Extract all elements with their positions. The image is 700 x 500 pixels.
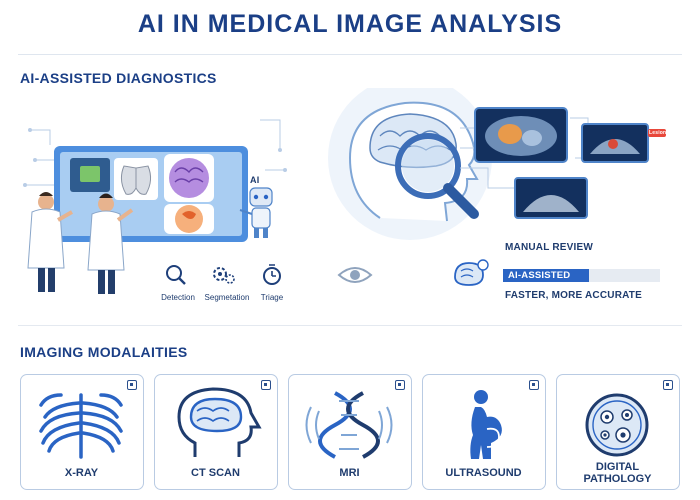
- ai-assisted-label: AI-ASSISTED: [508, 270, 571, 281]
- diagnostics-screen-illustration: [23, 119, 287, 294]
- petri-dish-icon: [585, 393, 649, 457]
- chip-icon: [395, 380, 405, 390]
- pregnant-figure-icon: [470, 390, 502, 459]
- doctor-figure-right: [87, 193, 134, 294]
- modality-card-digital-pathology[interactable]: DIGITAL PATHOLOGY: [556, 374, 680, 490]
- section-title-modalities: IMAGING MODALAITIES: [20, 344, 188, 360]
- ai-assisted-bar-fill: [503, 269, 590, 282]
- lesion-tag: Lesion: [649, 130, 667, 136]
- card-label-line1: DIGITAL: [595, 461, 640, 473]
- tool-label-detection: Detection: [161, 293, 195, 302]
- tool-label-triage: Triage: [260, 293, 284, 302]
- card-label-line2: PATHOLOGY: [583, 473, 652, 485]
- title-rule: [18, 54, 682, 55]
- robot-assistant-icon: [239, 187, 273, 238]
- brain-head-icon: [177, 387, 262, 457]
- head-scan-illustration: [328, 88, 666, 240]
- card-label-digital-pathology: DIGITAL PATHOLOGY: [557, 461, 678, 485]
- modality-card-ct-scan[interactable]: CT SCAN: [154, 374, 278, 490]
- card-label-ultrasound: ULTRASOUND: [445, 467, 522, 479]
- tool-icons-row: [166, 264, 281, 285]
- modality-card-ultrasound[interactable]: ULTRASOUND: [422, 374, 546, 490]
- eye-icon: [337, 267, 373, 283]
- comparison-icons: [337, 259, 489, 286]
- section-divider: [18, 325, 682, 326]
- magnifier-icon: [166, 265, 186, 285]
- chip-icon: [127, 380, 137, 390]
- card-label-xray: X-RAY: [64, 467, 99, 479]
- stopwatch-icon: [263, 264, 281, 285]
- tool-label-segmentation: Segmetation: [204, 293, 250, 302]
- brain-clock-icon: [454, 259, 489, 286]
- robot-label: AI: [250, 175, 260, 185]
- modality-card-xray[interactable]: X-RAY: [20, 374, 144, 490]
- page-title: AI IN MEDICAL IMAGE ANALYSIS: [137, 10, 563, 38]
- section-title-diagnostics: AI-ASSISTED DIAGNOSTICS: [20, 70, 217, 86]
- gears-icon: [213, 267, 235, 284]
- chip-icon: [663, 380, 673, 390]
- dna-icon: [305, 391, 393, 459]
- doctor-figure-left: [27, 192, 73, 292]
- result-label: FASTER, MORE ACCURATE: [505, 290, 642, 301]
- modality-card-mri[interactable]: MRI: [288, 374, 412, 490]
- ai-assisted-bar: AI-ASSISTED: [503, 269, 660, 282]
- card-label-mri: MRI: [339, 467, 360, 479]
- chip-icon: [529, 380, 539, 390]
- manual-review-label: MANUAL REVIEW: [505, 242, 593, 253]
- card-label-ct-scan: CT SCAN: [191, 467, 240, 479]
- chip-icon: [261, 380, 271, 390]
- ribcage-icon: [39, 393, 123, 459]
